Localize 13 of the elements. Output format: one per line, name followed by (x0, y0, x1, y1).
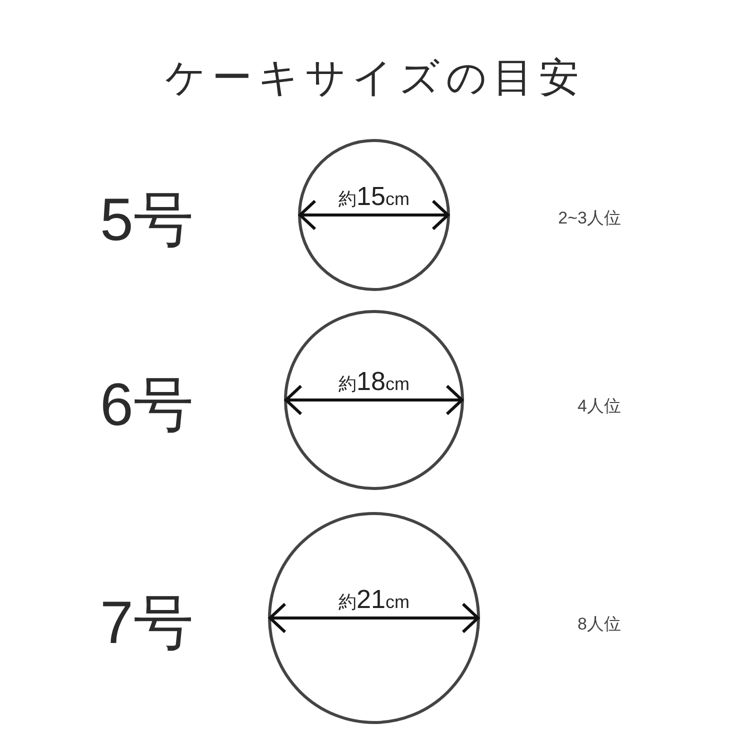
serving-label: 4人位 (578, 398, 621, 414)
cake-size-label: 6号 (100, 375, 194, 435)
cake-circle (268, 512, 480, 724)
diameter-label: 約15cm (338, 182, 410, 209)
serving-label: 8人位 (578, 616, 621, 632)
cake-size-label: 5号 (100, 190, 194, 250)
diameter-label: 約21cm (338, 586, 410, 612)
cake-circle (298, 139, 450, 291)
serving-label: 2~3人位 (558, 210, 621, 226)
cake-size-label: 7号 (100, 593, 194, 653)
diameter-label: 約18cm (338, 368, 410, 394)
cake-circle (284, 310, 464, 490)
title: ケーキサイズの目安 (165, 58, 585, 98)
